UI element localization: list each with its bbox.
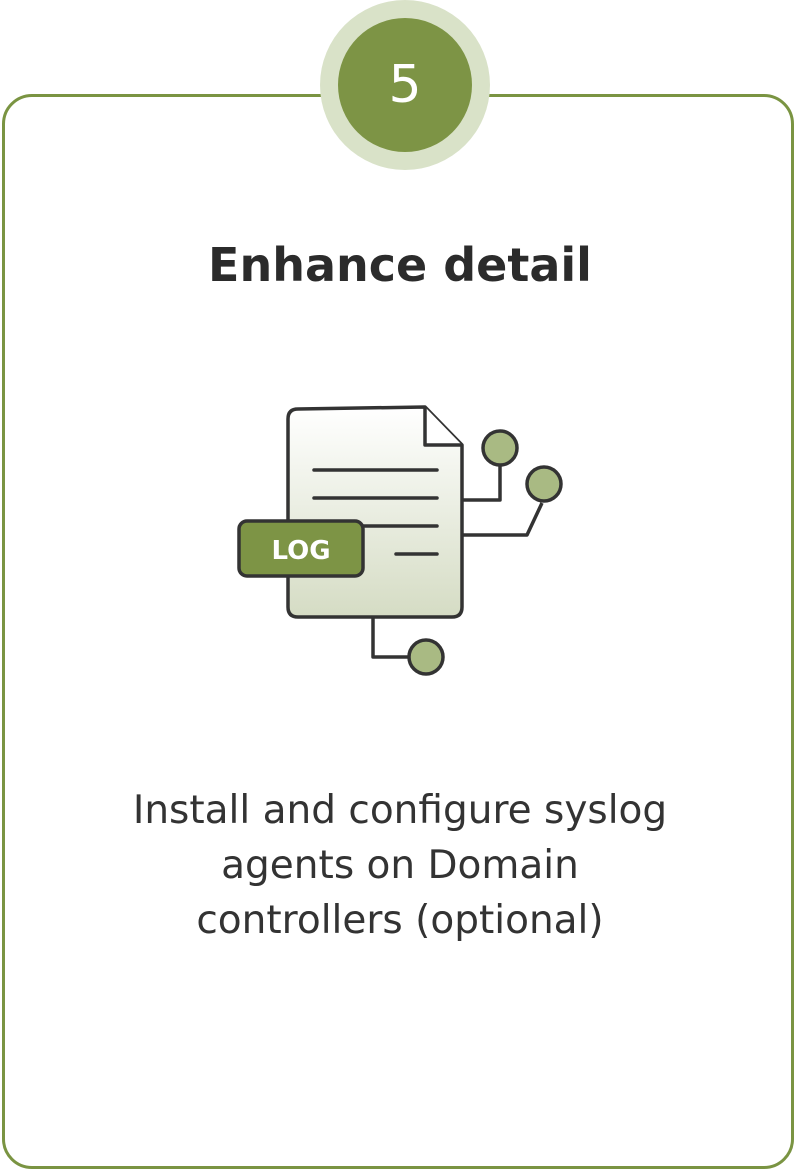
document-fold [423, 407, 462, 447]
step-title: Enhance detail [208, 238, 592, 292]
log-label-text: LOG [271, 536, 330, 566]
log-file-icon: LOG [230, 395, 580, 685]
node-circle [407, 638, 445, 676]
description-line: controllers (optional) [196, 898, 604, 943]
node-circle [525, 465, 563, 503]
step-number: 5 [338, 18, 472, 152]
connector-lines [371, 465, 544, 659]
step-number-badge: 5 [320, 0, 490, 170]
log-label-box [237, 519, 365, 578]
description-line: Install and configure syslog [132, 788, 668, 833]
step-card [2, 94, 794, 1169]
node-circle [481, 429, 519, 467]
description-line: agents on Domain [221, 843, 579, 888]
step-description: Install and configure syslog agents on D… [60, 783, 740, 948]
